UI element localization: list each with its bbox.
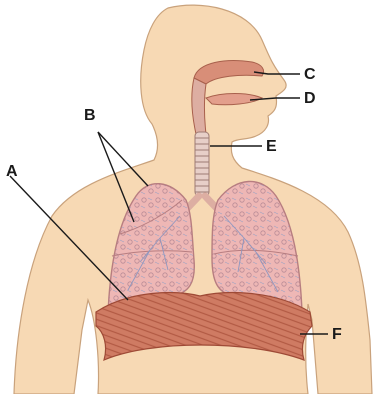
label-b: B [84, 107, 96, 124]
label-c: C [304, 66, 316, 83]
label-e: E [266, 138, 277, 155]
label-d: D [304, 90, 316, 107]
label-f: F [332, 326, 342, 343]
label-a: A [6, 163, 18, 180]
